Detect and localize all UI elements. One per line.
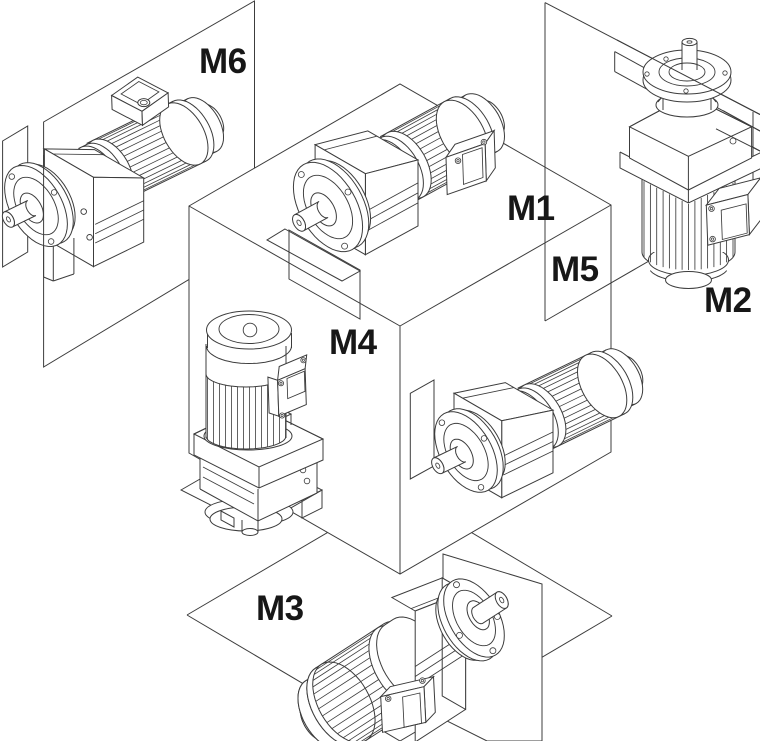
svg-text:M1: M1 [507,189,555,228]
svg-text:M2: M2 [704,281,752,320]
svg-text:M3: M3 [256,589,304,628]
svg-text:M6: M6 [199,42,247,81]
svg-text:M4: M4 [329,323,378,362]
svg-text:M5: M5 [551,250,599,289]
